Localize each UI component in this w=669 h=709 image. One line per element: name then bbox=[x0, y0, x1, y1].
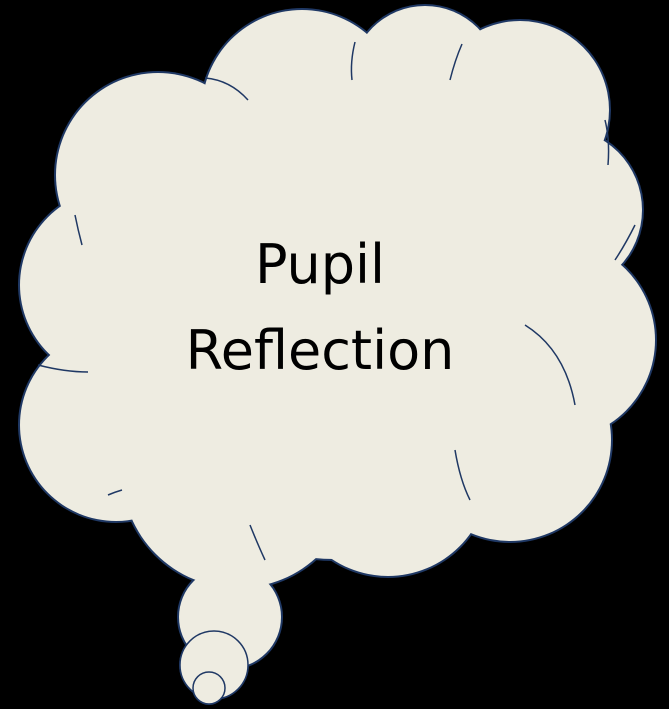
cloud-label-line1: Pupil bbox=[150, 222, 490, 308]
thought-bubble-small bbox=[193, 672, 225, 704]
thought-bubbles bbox=[180, 631, 248, 704]
cloud-label-line2: Reflection bbox=[150, 308, 490, 394]
cloud-label: Pupil Reflection bbox=[150, 222, 490, 394]
